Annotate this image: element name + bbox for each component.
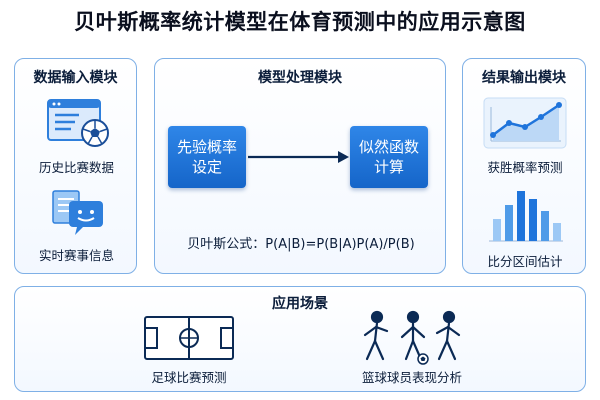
- input-item-label: 历史比赛数据: [38, 160, 114, 175]
- soccer-field-icon: [144, 316, 234, 360]
- output-module-panel: 结果输出模块 获胜概率预测 比分区间估计: [462, 58, 586, 274]
- prior-probability-box: 先验概率设定: [168, 126, 246, 188]
- output-module-title: 结果输出模块: [482, 70, 566, 86]
- input-item-label: 实时赛事信息: [38, 248, 114, 263]
- application-panel: 应用场景 足球比赛预测: [14, 286, 586, 392]
- chat-documents-icon: [52, 190, 103, 235]
- bar-chart-icon: [489, 191, 563, 242]
- line-chart-icon: [483, 97, 567, 149]
- input-module-panel: 数据输入模块 历史比赛数据 实时赛事信息: [14, 58, 137, 274]
- likelihood-label: 似然函数计算: [358, 137, 419, 176]
- page-title: 贝叶斯概率统计模型在体育预测中的应用示意图: [74, 10, 526, 34]
- bayes-formula: 贝叶斯公式：P(A|B)=P(B|A)P(A)/P(B): [187, 237, 415, 252]
- monitor-soccer-icon: [47, 99, 109, 147]
- likelihood-box: 似然函数计算: [350, 126, 428, 188]
- prior-probability-label: 先验概率设定: [176, 137, 237, 176]
- process-module-title: 模型处理模块: [258, 70, 342, 86]
- output-item-label: 获胜概率预测: [487, 160, 563, 175]
- players-icon: [363, 310, 461, 365]
- application-title: 应用场景: [272, 296, 328, 312]
- input-module-title: 数据输入模块: [33, 70, 118, 86]
- output-item-label: 比分区间估计: [487, 254, 563, 269]
- application-item-label: 篮球球员表现分析: [361, 370, 462, 385]
- arrow-right-icon: [248, 151, 349, 163]
- application-item-label: 足球比赛预测: [151, 370, 227, 385]
